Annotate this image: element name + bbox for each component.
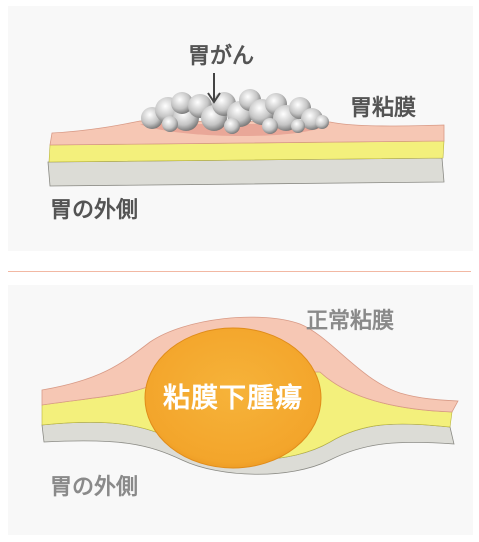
gastric-mucosa-label: 胃粘膜 xyxy=(350,98,416,120)
top-serosa-layer xyxy=(48,158,444,186)
top-wall-layers xyxy=(48,121,444,186)
gastric-cancer-mass xyxy=(141,89,329,134)
normal-mucosa-label: 正常粘膜 xyxy=(306,311,394,333)
gastric-cancer-label: 胃がん xyxy=(188,46,254,68)
bottom-outside-label: 胃の外側 xyxy=(50,477,138,499)
top-outside-label: 胃の外側 xyxy=(50,200,138,222)
submucosal-tumor-label: 粘膜下腫瘍 xyxy=(158,385,308,412)
